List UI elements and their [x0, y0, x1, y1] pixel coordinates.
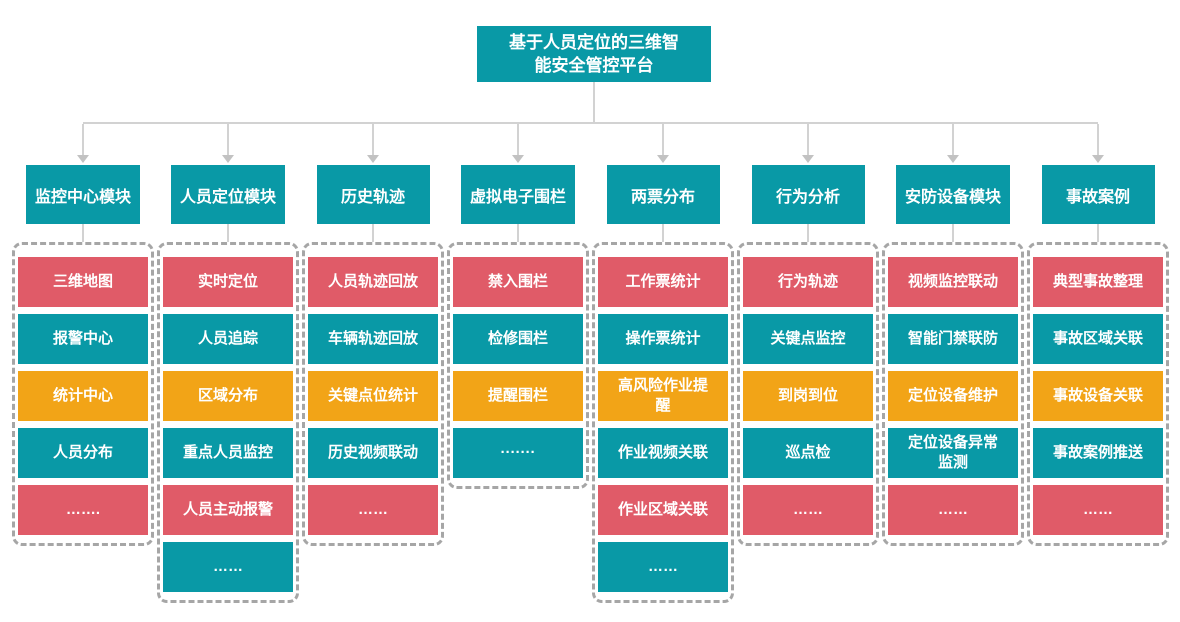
connector-line — [516, 224, 519, 242]
module-header: 虚拟电子围栏 — [460, 165, 575, 224]
module-column: 安防设备模块视频监控联动智能门禁联防定位设备维护定位设备异常监测 …… — [882, 165, 1024, 603]
submodule-item: 关键点监控 — [743, 314, 873, 364]
module-header: 事故案例 — [1041, 165, 1155, 224]
module-columns: 监控中心模块三维地图报警中心统计中心人员分布…….人员定位模块实时定位人员追踪区… — [12, 165, 1169, 603]
module-column: 事故案例典型事故整理事故区域关联事故设备关联事故案例推送 …… — [1027, 165, 1169, 603]
connector-line — [82, 122, 1098, 124]
submodule-item: 智能门禁联防 — [888, 314, 1018, 364]
connector-line — [662, 124, 664, 155]
connector-line — [81, 124, 84, 155]
module-column: 人员定位模块实时定位人员追踪区域分布重点人员监控人员主动报警 …… — [157, 165, 299, 603]
submodule-group: 视频监控联动智能门禁联防定位设备维护定位设备异常监测 …… — [882, 242, 1024, 546]
submodule-item: 实时定位 — [163, 257, 293, 307]
submodule-item: ······· — [453, 428, 583, 478]
module-header: 两票分布 — [606, 165, 720, 224]
connector-line — [807, 124, 809, 155]
submodule-item: …… — [743, 485, 873, 535]
connector-line — [807, 224, 809, 242]
submodule-group: 工作票统计操作票统计高风险作业提醒作业视频关联作业区域关联 …… — [592, 242, 734, 603]
arrow-down-icon — [946, 155, 959, 163]
arrow-down-icon — [221, 155, 234, 163]
submodule-item: 人员分布 — [18, 428, 148, 478]
connector-line — [372, 224, 374, 242]
module-column: 两票分布工作票统计操作票统计高风险作业提醒作业视频关联作业区域关联 …… — [592, 165, 734, 603]
submodule-group: 行为轨迹关键点监控到岗到位巡点检 …… — [737, 242, 879, 546]
submodule-item: 车辆轨迹回放 — [308, 314, 438, 364]
submodule-item: 区域分布 — [163, 371, 293, 421]
connector-line — [226, 124, 229, 155]
submodule-item: …… — [888, 485, 1018, 535]
submodule-group: 典型事故整理事故区域关联事故设备关联事故案例推送 …… — [1027, 242, 1169, 546]
submodule-item: 巡点检 — [743, 428, 873, 478]
module-header: 监控中心模块 — [25, 165, 140, 224]
submodule-group: 人员轨迹回放车辆轨迹回放关键点位统计历史视频联动 …… — [302, 242, 444, 546]
submodule-item: …… — [308, 485, 438, 535]
submodule-item: 报警中心 — [18, 314, 148, 364]
connector-line — [1097, 124, 1099, 155]
connector-line — [516, 124, 519, 155]
submodule-item: 禁入围栏 — [453, 257, 583, 307]
submodule-item: 操作票统计 — [598, 314, 728, 364]
arrow-down-icon — [802, 155, 814, 163]
connector-line — [662, 224, 664, 242]
submodule-item: 人员轨迹回放 — [308, 257, 438, 307]
submodule-group: 实时定位人员追踪区域分布重点人员监控人员主动报警 …… — [157, 242, 299, 603]
submodule-item: 工作票统计 — [598, 257, 728, 307]
submodule-item: 高风险作业提醒 — [598, 371, 728, 421]
submodule-item: 提醒围栏 — [453, 371, 583, 421]
submodule-item: …… — [598, 542, 728, 592]
chart-title: 基于人员定位的三维智能安全管控平台 — [477, 26, 711, 82]
arrow-down-icon — [367, 155, 379, 163]
arrow-down-icon — [657, 155, 669, 163]
submodule-item: 检修围栏 — [453, 314, 583, 364]
arrow-down-icon — [511, 155, 524, 163]
submodule-item: 人员主动报警 — [163, 485, 293, 535]
submodule-item: 典型事故整理 — [1033, 257, 1163, 307]
submodule-item: 人员追踪 — [163, 314, 293, 364]
module-header: 行为分析 — [751, 165, 865, 224]
connector-line — [81, 224, 84, 242]
module-column: 历史轨迹人员轨迹回放车辆轨迹回放关键点位统计历史视频联动 …… — [302, 165, 444, 603]
submodule-item: 行为轨迹 — [743, 257, 873, 307]
submodule-group: 禁入围栏检修围栏提醒围栏 ······· — [447, 242, 589, 489]
connector-line — [1097, 224, 1099, 242]
submodule-item: 定位设备异常监测 — [888, 428, 1018, 478]
submodule-item: …… — [163, 542, 293, 592]
submodule-item: 事故区域关联 — [1033, 314, 1163, 364]
submodule-item: 三维地图 — [18, 257, 148, 307]
arrow-down-icon — [1092, 155, 1104, 163]
submodule-item: 定位设备维护 — [888, 371, 1018, 421]
submodule-item: 作业视频关联 — [598, 428, 728, 478]
submodule-item: 事故设备关联 — [1033, 371, 1163, 421]
module-column: 行为分析行为轨迹关键点监控到岗到位巡点检 …… — [737, 165, 879, 603]
connector-line — [226, 224, 229, 242]
submodule-item: 作业区域关联 — [598, 485, 728, 535]
submodule-item: 历史视频联动 — [308, 428, 438, 478]
connector-line — [372, 124, 374, 155]
module-header: 历史轨迹 — [316, 165, 430, 224]
connector-line — [593, 82, 595, 124]
module-header: 安防设备模块 — [895, 165, 1010, 224]
submodule-item: ……. — [18, 485, 148, 535]
module-column: 监控中心模块三维地图报警中心统计中心人员分布 ……. — [12, 165, 154, 603]
submodule-item: 到岗到位 — [743, 371, 873, 421]
connector-line — [951, 124, 954, 155]
module-column: 虚拟电子围栏禁入围栏检修围栏提醒围栏 ······· — [447, 165, 589, 603]
submodule-group: 三维地图报警中心统计中心人员分布 ……. — [12, 242, 154, 546]
arrow-down-icon — [76, 155, 89, 163]
connector-line — [951, 224, 954, 242]
submodule-item: 重点人员监控 — [163, 428, 293, 478]
submodule-item: …… — [1033, 485, 1163, 535]
submodule-item: 关键点位统计 — [308, 371, 438, 421]
submodule-item: 统计中心 — [18, 371, 148, 421]
module-header: 人员定位模块 — [170, 165, 285, 224]
submodule-item: 视频监控联动 — [888, 257, 1018, 307]
submodule-item: 事故案例推送 — [1033, 428, 1163, 478]
